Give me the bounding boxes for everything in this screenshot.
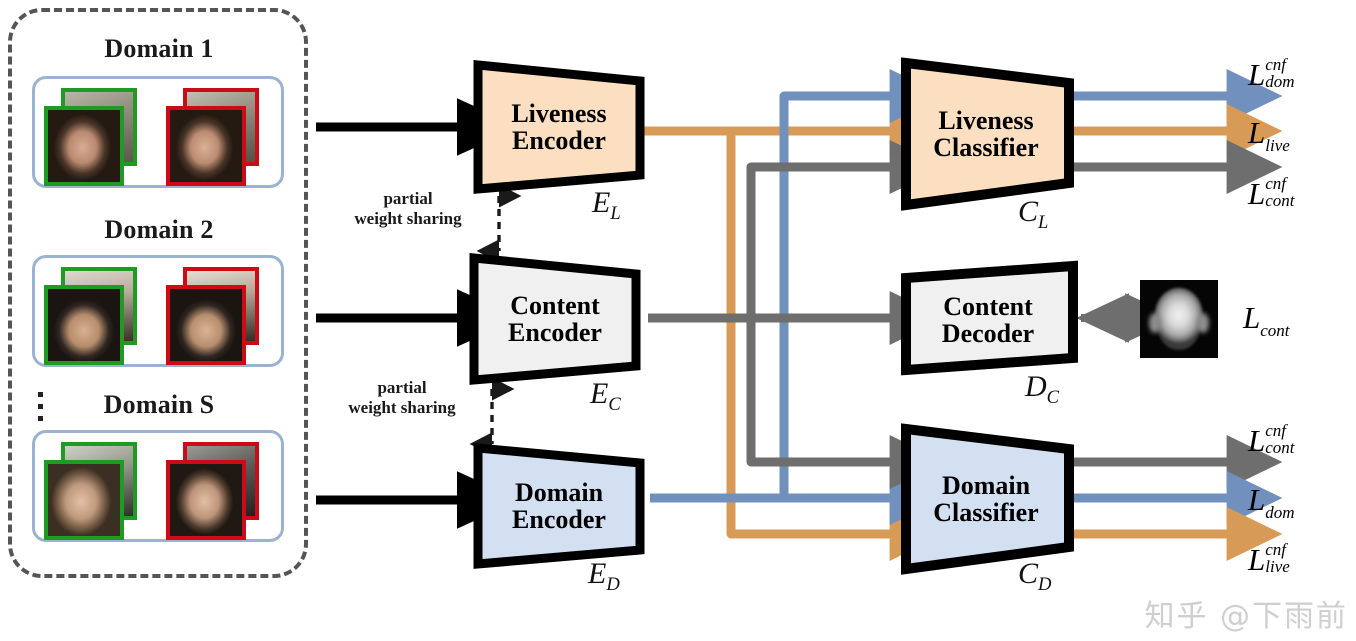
domain-panel-1 bbox=[32, 76, 284, 188]
thumb-spoof-front-1 bbox=[166, 106, 246, 186]
domain-title-S: Domain S bbox=[103, 390, 215, 419]
loss-base-0: L bbox=[1248, 56, 1266, 92]
content-encoder-symbol: EC bbox=[590, 377, 621, 415]
loss-base-2: L bbox=[1248, 175, 1266, 211]
thumb-spoof-front-2 bbox=[166, 285, 246, 365]
weight-sharing-label-bottom: partial weight sharing bbox=[322, 378, 482, 418]
loss-sub-5: dom bbox=[1265, 502, 1295, 522]
loss-sup-0: cnf bbox=[1265, 55, 1287, 74]
wire-liveness-feature bbox=[642, 104, 946, 561]
thumb-live-front-2 bbox=[44, 285, 124, 365]
wire-domain-feature bbox=[650, 69, 946, 525]
thumb-live-front-1 bbox=[44, 106, 124, 186]
loss-base-6: L bbox=[1248, 541, 1266, 577]
loss-sub-4: cont bbox=[1265, 438, 1295, 458]
liveness-classifier-symbol: CL bbox=[1018, 195, 1049, 233]
thumb-spoof-front-S bbox=[166, 460, 246, 540]
watermark: 知乎 @下雨前 bbox=[1144, 599, 1348, 634]
loss-sup-2: cnf bbox=[1265, 174, 1287, 193]
liveness-encoder[interactable]: Liveness Encoder bbox=[473, 60, 645, 194]
content-decoder-symbol: DC bbox=[1025, 370, 1060, 408]
wire-content-feature bbox=[648, 140, 946, 489]
loss-sub-6: live bbox=[1265, 557, 1290, 577]
loss-base-3: L bbox=[1243, 300, 1261, 335]
domain-panel-S bbox=[32, 430, 284, 542]
content-encoder[interactable]: Content Encoder bbox=[469, 253, 641, 385]
liveness-classifier[interactable]: Liveness Classifier bbox=[898, 57, 1074, 211]
liveness-encoder-symbol: EL bbox=[592, 186, 621, 224]
source-domain-container bbox=[8, 8, 308, 578]
loss-sub-0: dom bbox=[1265, 72, 1295, 92]
loss-sub-1: live bbox=[1265, 135, 1290, 155]
weight-sharing-label-top: partial weight sharing bbox=[328, 189, 488, 229]
loss-sub-3: cont bbox=[1260, 320, 1290, 340]
loss-base-5: L bbox=[1248, 482, 1266, 517]
weight-sharing-label-bottom-line1: partial bbox=[377, 378, 427, 397]
loss-sup-6: cnf bbox=[1265, 540, 1287, 559]
weight-sharing-label-top-line2: weight sharing bbox=[354, 209, 462, 229]
domain-panel-2 bbox=[32, 255, 284, 367]
domain-title-1: Domain 1 bbox=[104, 34, 214, 63]
domain-encoder-symbol: ED bbox=[588, 557, 620, 595]
domain-classifier[interactable]: Domain Classifier bbox=[898, 423, 1074, 575]
weight-sharing-label-bottom-line2: weight sharing bbox=[348, 398, 456, 418]
domain-classifier-symbol: CD bbox=[1018, 557, 1052, 595]
loss-base-4: L bbox=[1248, 422, 1266, 458]
content-decoder[interactable]: Content Decoder bbox=[898, 260, 1078, 378]
loss-sup-4: cnf bbox=[1265, 421, 1287, 440]
domain-encoder[interactable]: Domain Encoder bbox=[473, 443, 645, 569]
thumb-live-front-S bbox=[44, 460, 124, 540]
weight-sharing-label-top-line1: partial bbox=[383, 189, 433, 208]
loss-base-1: L bbox=[1248, 115, 1266, 150]
loss-sub-2: cont bbox=[1265, 191, 1295, 211]
domain-ellipsis-icon bbox=[38, 392, 44, 421]
pseudo-depth-map bbox=[1140, 280, 1218, 358]
domain-title-2: Domain 2 bbox=[104, 215, 214, 244]
